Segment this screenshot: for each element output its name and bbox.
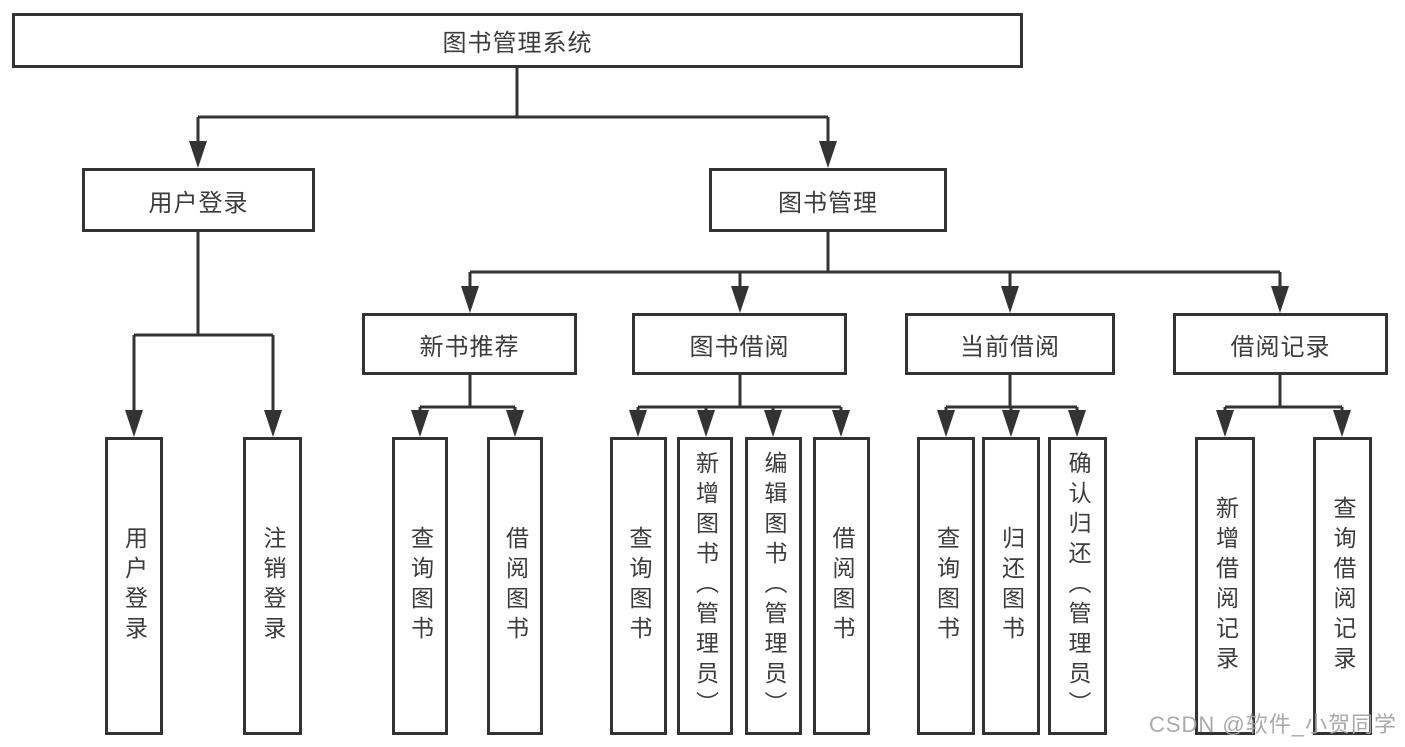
node-label: 图书管理 (778, 189, 878, 217)
leaf-query-books-borrowing: 查询图书 (610, 437, 667, 735)
leaf-confirm-return-admin: 确认归还（管理员） (1048, 437, 1107, 735)
arrow-down-icon (1001, 286, 1019, 313)
connector-book-borrow-children (629, 375, 850, 437)
node-book-borrowing: 图书借阅 (632, 313, 847, 375)
node-label: 借阅记录 (1230, 333, 1331, 361)
leaf-query-borrow-record: 查询借阅记录 (1313, 437, 1372, 735)
node-label: 注销登录 (260, 526, 286, 646)
connector-user-login-children (125, 232, 282, 437)
leaf-add-books-admin: 新增图书（管理员） (677, 437, 733, 735)
node-label: 查询图书 (933, 526, 960, 646)
node-label: 用户登录 (148, 189, 249, 217)
node-label: 查询图书 (626, 526, 652, 646)
arrow-down-icon (731, 286, 749, 313)
node-label: 用户登录 (121, 526, 148, 646)
csdn-watermark: CSDN @软件_小贺同学 (1148, 712, 1397, 737)
node-label: 查询图书 (407, 526, 434, 646)
leaf-return-books: 归还图书 (982, 437, 1040, 735)
node-label: 借阅图书 (829, 526, 855, 646)
leaf-query-books-recommend: 查询图书 (392, 437, 448, 735)
node-label: 确认归还（管理员） (1065, 451, 1091, 721)
node-user-login: 用户登录 (82, 168, 315, 232)
connector-borrow-record-children (1216, 375, 1351, 437)
arrow-down-icon (1002, 410, 1020, 437)
leaf-borrow-books-recommend: 借阅图书 (487, 437, 543, 735)
connector-book-mgmt-to-level3 (461, 232, 1289, 313)
arrow-down-icon (411, 410, 429, 437)
node-label: 当前借阅 (960, 333, 1060, 361)
arrow-down-icon (937, 410, 955, 437)
node-borrowing-records: 借阅记录 (1173, 313, 1388, 375)
node-book-management: 图书管理 (709, 168, 947, 232)
arrow-down-icon (125, 410, 143, 437)
node-label: 新书推荐 (419, 333, 520, 361)
arrow-down-icon (1333, 410, 1351, 437)
connector-root-to-level2 (189, 68, 837, 168)
node-root-library-system: 图书管理系统 (12, 13, 1023, 68)
leaf-query-books-current: 查询图书 (917, 437, 975, 735)
arrow-down-icon (1068, 410, 1086, 437)
node-label: 图书借阅 (689, 333, 790, 361)
connector-current-borrow-children (937, 375, 1086, 437)
arrow-down-icon (264, 410, 282, 437)
node-label: 新增图书（管理员） (692, 451, 719, 721)
node-label: 查询借阅记录 (1330, 496, 1356, 676)
leaf-edit-books-admin: 编辑图书（管理员） (745, 437, 802, 735)
node-label: 借阅图书 (502, 526, 529, 646)
node-current-borrowing: 当前借阅 (905, 313, 1115, 375)
arrow-down-icon (189, 141, 207, 168)
arrow-down-icon (832, 410, 850, 437)
leaf-add-borrow-record: 新增借阅记录 (1195, 437, 1255, 735)
arrow-down-icon (506, 410, 524, 437)
arrow-down-icon (629, 410, 647, 437)
arrow-down-icon (697, 410, 715, 437)
arrow-down-icon (461, 286, 479, 313)
node-label: 归还图书 (998, 526, 1025, 646)
leaf-logout: 注销登录 (243, 437, 302, 735)
arrow-down-icon (819, 141, 837, 168)
arrow-down-icon (764, 410, 782, 437)
node-label: 新增借阅记录 (1212, 496, 1239, 676)
connector-new-book-children (411, 375, 524, 437)
leaf-user-login: 用户登录 (105, 437, 163, 735)
arrow-down-icon (1271, 286, 1289, 313)
node-new-book-recommend: 新书推荐 (362, 313, 577, 375)
node-label: 编辑图书（管理员） (761, 451, 787, 721)
arrow-down-icon (1216, 410, 1234, 437)
node-label: 图书管理系统 (442, 30, 593, 57)
leaf-borrow-books-borrowing: 借阅图书 (813, 437, 870, 735)
